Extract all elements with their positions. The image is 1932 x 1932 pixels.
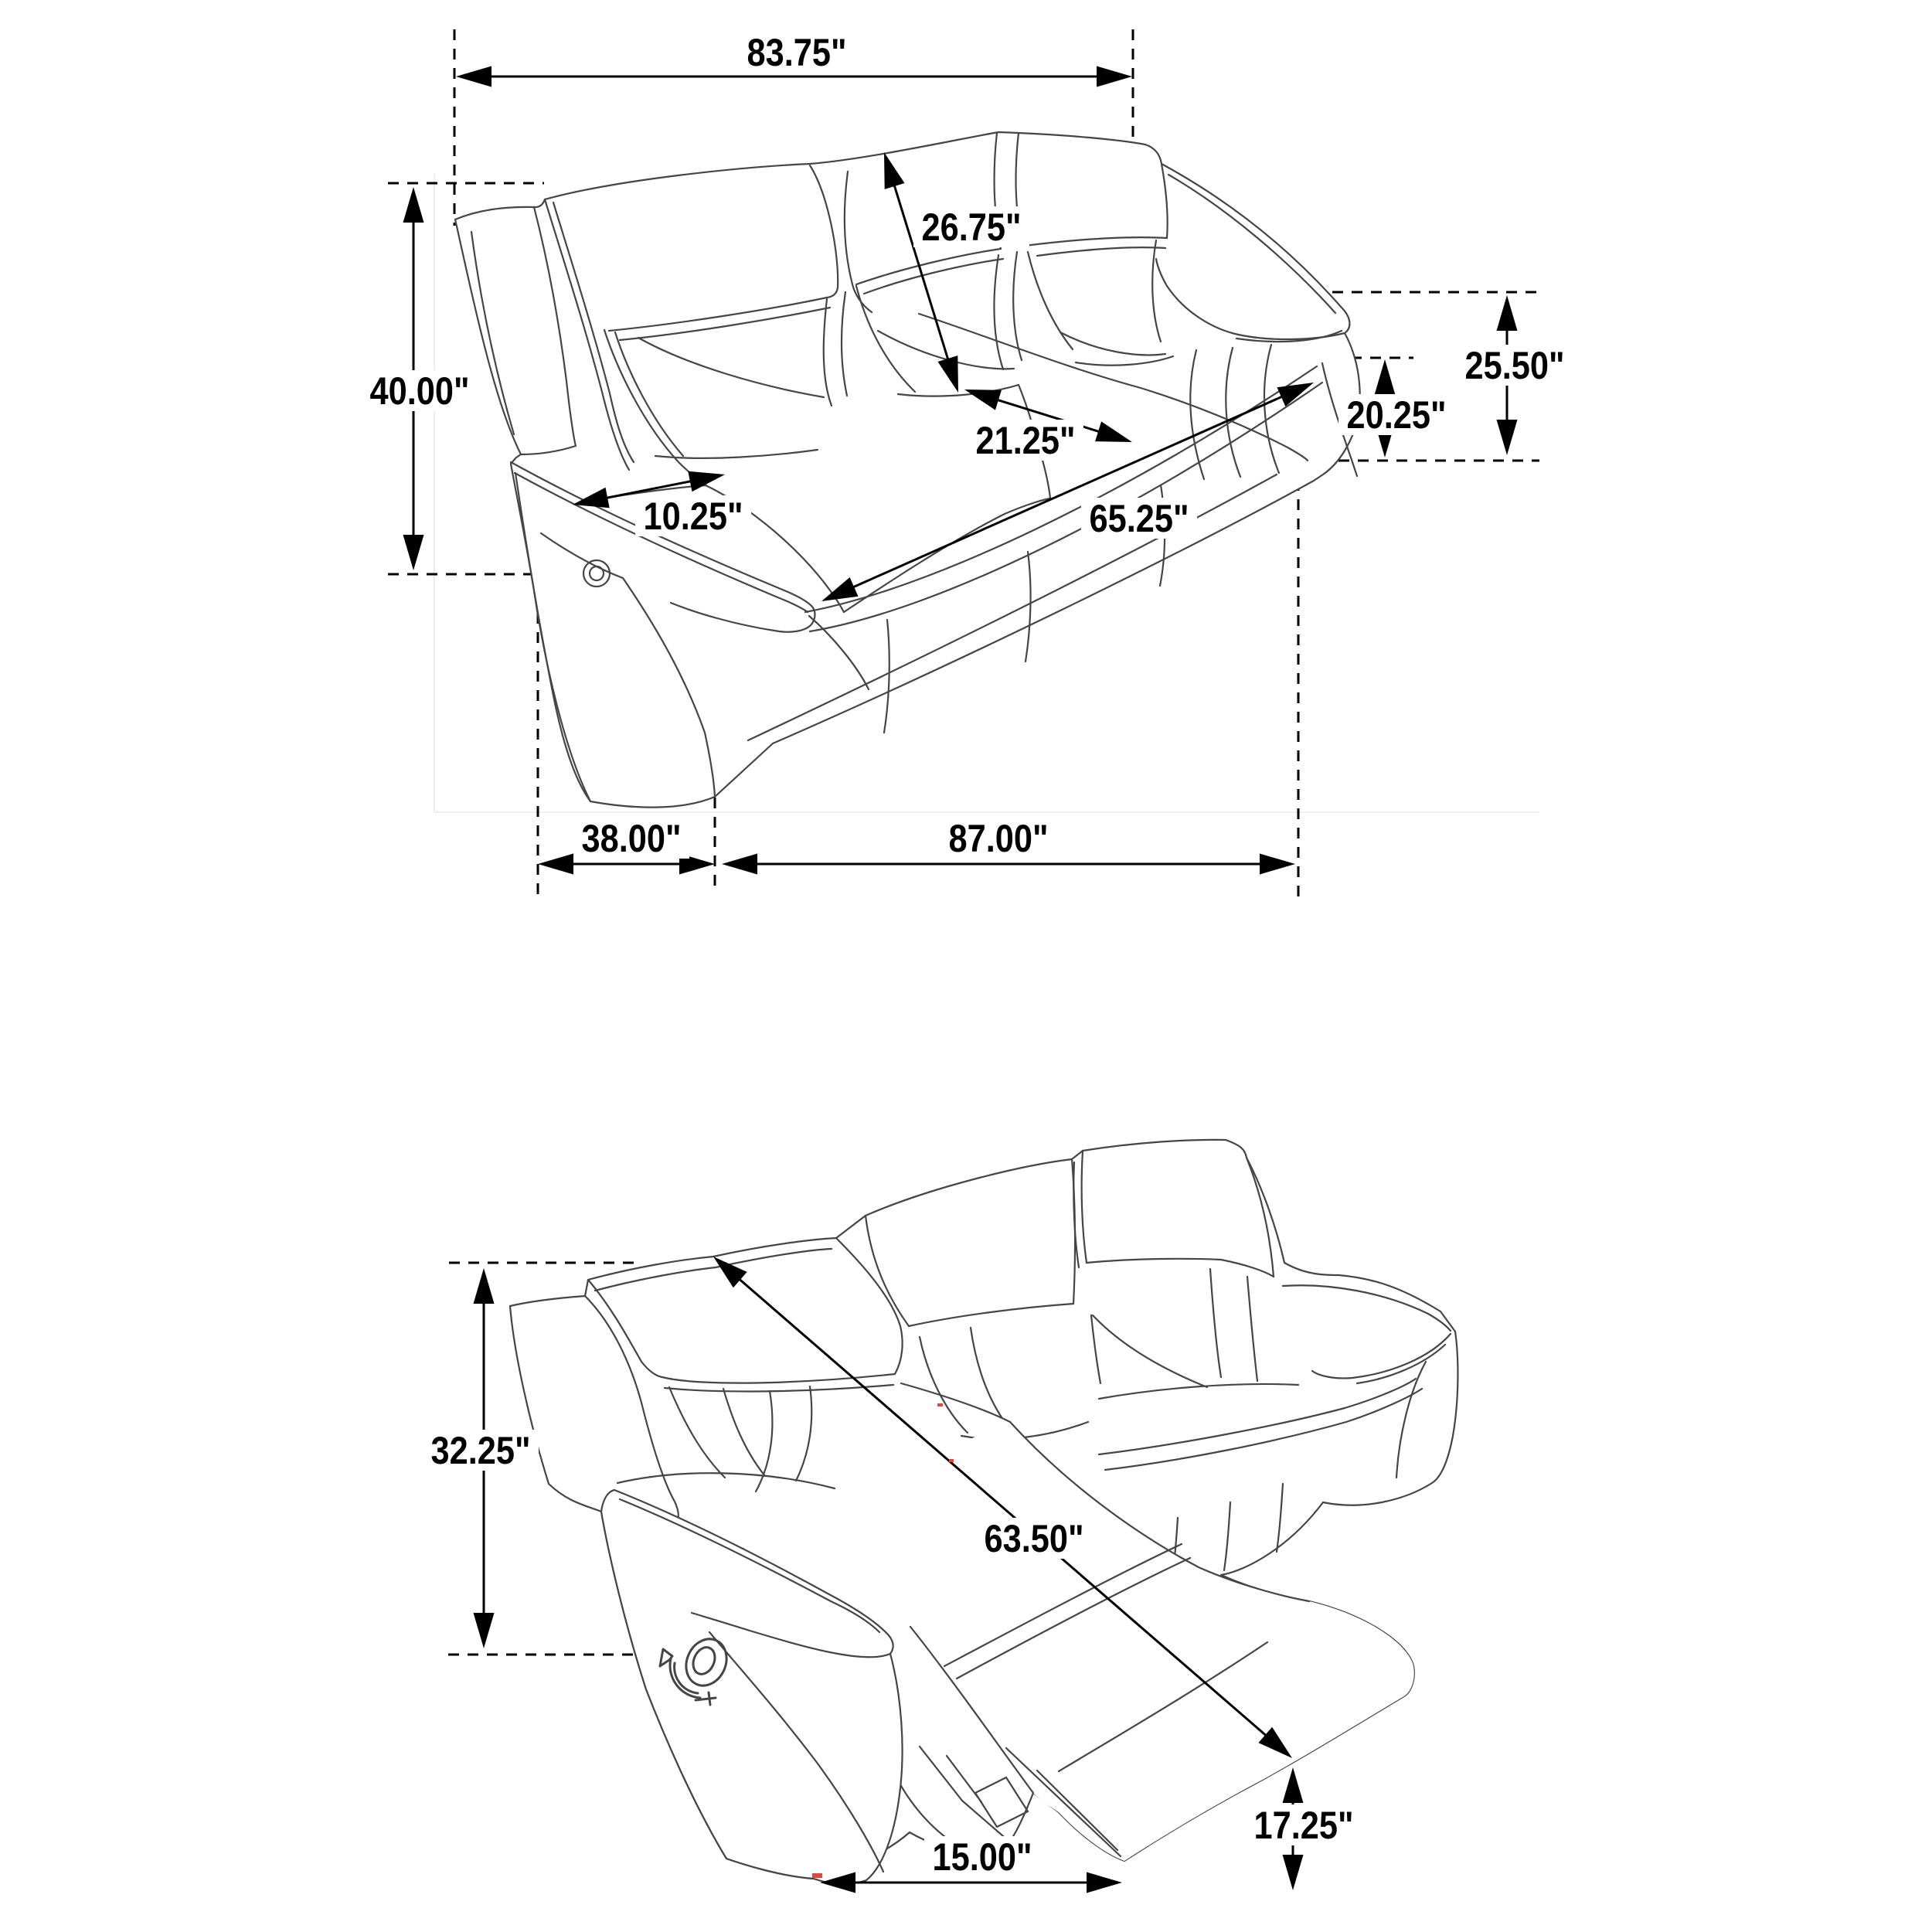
- svg-text:40.00": 40.00": [370, 369, 470, 413]
- svg-text:87.00": 87.00": [949, 817, 1049, 860]
- svg-text:25.50": 25.50": [1465, 344, 1565, 387]
- svg-text:10.25": 10.25": [644, 495, 743, 538]
- svg-text:63.50": 63.50": [985, 1517, 1084, 1560]
- svg-text:38.00": 38.00": [582, 817, 682, 860]
- svg-text:15.00": 15.00": [933, 1835, 1032, 1879]
- svg-text:32.25": 32.25": [431, 1429, 531, 1472]
- svg-text:21.25": 21.25": [976, 419, 1076, 462]
- svg-text:26.75": 26.75": [922, 206, 1022, 249]
- svg-text:65.25": 65.25": [1090, 497, 1189, 540]
- svg-text:20.25": 20.25": [1347, 393, 1447, 437]
- svg-text:83.75": 83.75": [747, 31, 847, 74]
- svg-text:17.25": 17.25": [1254, 1804, 1354, 1847]
